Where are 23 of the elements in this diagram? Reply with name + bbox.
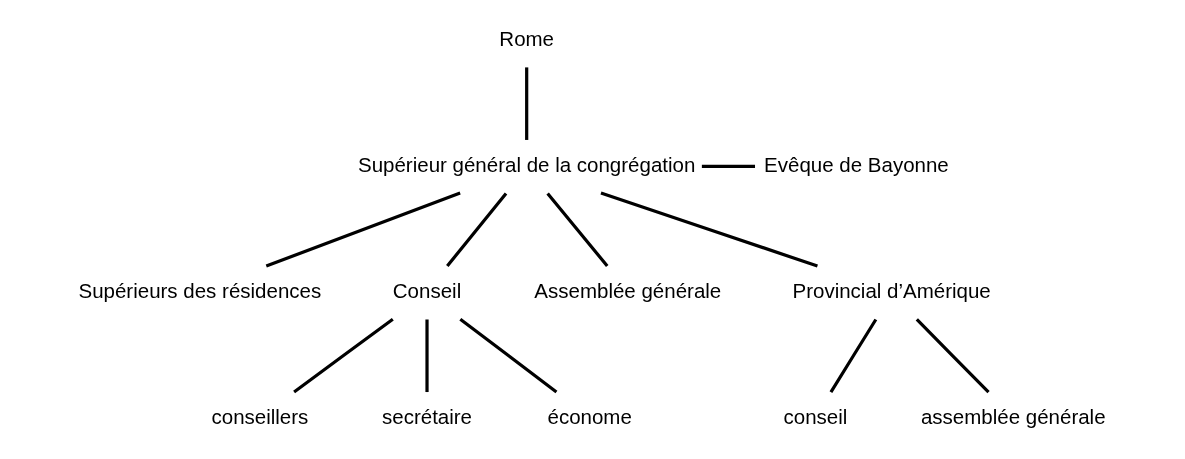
node-text: Conseil — [392, 278, 461, 302]
connector — [458, 317, 557, 394]
connector — [915, 318, 990, 394]
connector — [524, 67, 528, 140]
node-text: économe — [547, 404, 632, 428]
node-text: conseillers — [211, 404, 308, 428]
connector — [424, 319, 429, 393]
connector — [545, 192, 608, 267]
node-text: secrétaire — [381, 404, 472, 428]
node-text: Rome — [498, 26, 554, 50]
connector — [265, 191, 461, 268]
connector — [292, 317, 394, 394]
node-text: Evêque de Bayonne — [763, 152, 949, 176]
node-text: Provincial d’Amérique — [791, 278, 991, 302]
connector — [829, 318, 877, 393]
connector — [445, 192, 507, 267]
node-text: Supérieur général de la congrégation — [357, 152, 695, 176]
connector — [599, 191, 818, 268]
node-text: Supérieurs des résidences — [77, 278, 321, 302]
node-text: conseil — [783, 404, 847, 428]
node-text: assemblée générale — [920, 404, 1106, 428]
connector — [701, 164, 755, 169]
node-text: Assemblée générale — [533, 278, 721, 302]
